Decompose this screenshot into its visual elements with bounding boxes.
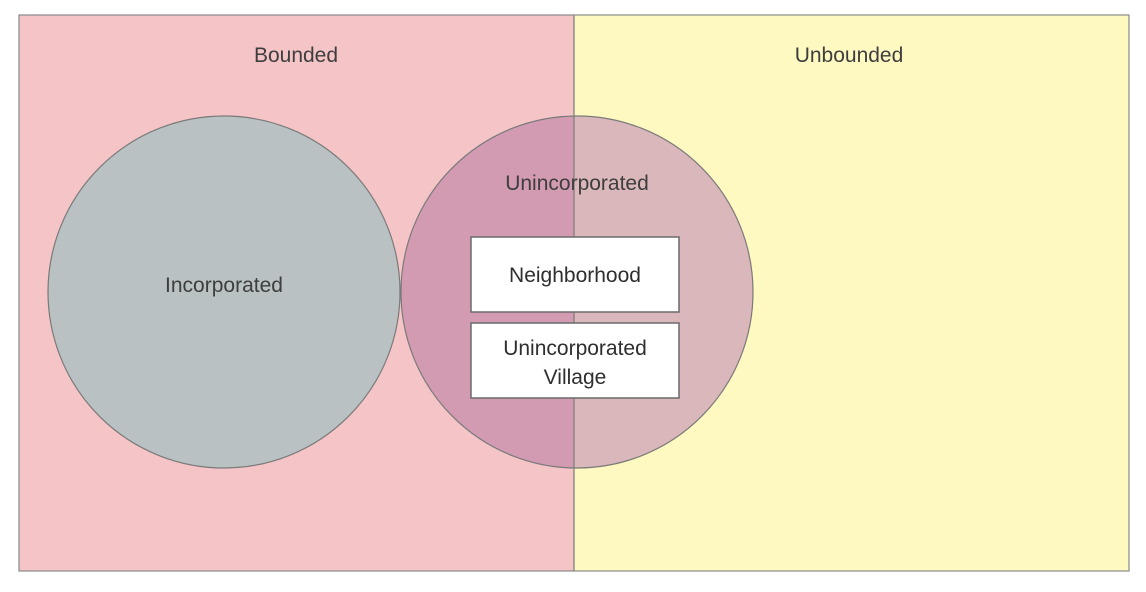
neighborhood-label: Neighborhood bbox=[509, 264, 641, 287]
unbounded-label: Unbounded bbox=[795, 44, 904, 67]
unincorporated-label: Unincorporated bbox=[505, 172, 649, 195]
unincorporated-circle-outline bbox=[400, 115, 754, 469]
unincorporated-village-label-line-2: Village bbox=[544, 366, 607, 389]
unincorporated-village-label-line-1: Unincorporated bbox=[503, 337, 647, 360]
bounded-label: Bounded bbox=[254, 44, 338, 67]
unincorporated-village-box bbox=[470, 322, 680, 399]
diagram-frame bbox=[18, 14, 1130, 572]
incorporated-circle bbox=[47, 115, 401, 469]
neighborhood-box bbox=[470, 236, 680, 313]
incorporated-label: Incorporated bbox=[165, 274, 283, 297]
